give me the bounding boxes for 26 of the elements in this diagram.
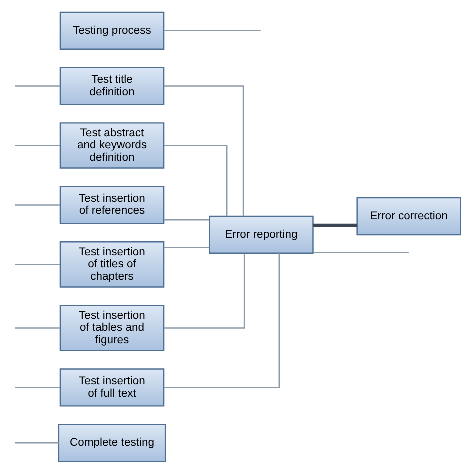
connector: [164, 30, 260, 32]
node-box: Test insertion of titles of chapters: [59, 242, 164, 288]
connector: [164, 145, 228, 216]
node-box: Test insertion of references: [59, 186, 164, 224]
connector: [313, 224, 357, 228]
connector: [14, 264, 60, 266]
connector: [164, 254, 245, 329]
node-box: Error correction: [356, 197, 462, 236]
connector: [313, 252, 408, 254]
connector: [14, 328, 60, 329]
node-box: Error reporting: [208, 216, 314, 254]
connector: [14, 387, 60, 388]
connector: [14, 442, 58, 444]
connector: [164, 247, 210, 248]
node-box: Test abstract and keywords definition: [59, 122, 164, 169]
connector: [14, 86, 60, 87]
connector: [14, 145, 60, 146]
node-box: Testing process: [59, 12, 164, 50]
connector: [164, 86, 244, 216]
node-box: Test insertion of full text: [59, 368, 164, 407]
connector: [164, 254, 280, 388]
connector: [164, 219, 210, 221]
node-box: Complete testing: [58, 424, 166, 462]
connector: [14, 204, 60, 206]
node-box: Test insertion of tables and figures: [59, 305, 164, 352]
node-box: Test title definition: [59, 67, 164, 106]
